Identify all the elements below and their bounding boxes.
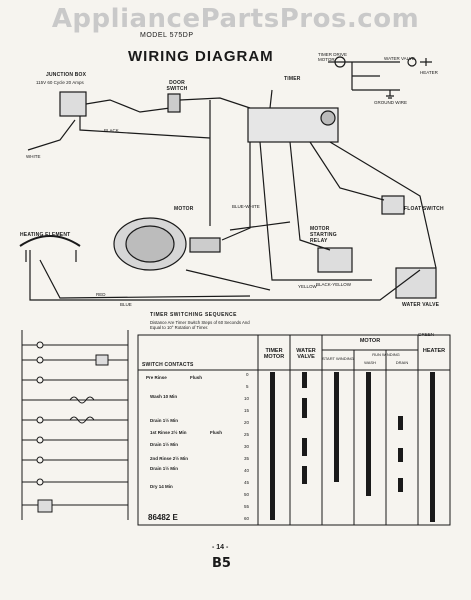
model-number: MODEL 575DP: [140, 32, 194, 39]
tick: 50: [244, 492, 250, 497]
tick: 5: [246, 384, 249, 389]
tick: 10: [244, 396, 250, 401]
run-winding-wash-on-bar: [366, 372, 371, 496]
step-sub: Flush: [210, 430, 222, 435]
tick: 0: [246, 372, 249, 377]
label-motor-starting-relay: MOTOR STARTING RELAY: [310, 226, 337, 244]
timer-motor-shape: [320, 110, 336, 126]
watermark: AppliancePartsPros.com: [51, 4, 420, 34]
step-label: Pre Rinse: [146, 375, 167, 380]
wire-label-red: RED: [96, 292, 106, 297]
tick: 45: [244, 480, 250, 485]
page-number: - 14 -: [212, 544, 229, 551]
timer-motor-on-bar: [270, 372, 275, 520]
legend-heater: HEATER: [420, 70, 438, 75]
col-run-winding: RUN WINDING: [372, 352, 400, 357]
step-label: 1st Rinse 2½ Min: [150, 430, 187, 435]
tick: 15: [244, 408, 250, 413]
step-label: 2nd Rinse 2½ Min: [150, 456, 189, 461]
diagram-title: WIRING DIAGRAM: [128, 48, 274, 65]
tick: 25: [244, 432, 250, 437]
page-code: B5: [212, 556, 231, 571]
water-valve-on-bar: [302, 372, 307, 388]
wire-label-white: WHITE: [26, 154, 41, 159]
float-switch-shape: [381, 195, 405, 215]
col-water-valve: WATER VALVE: [296, 348, 316, 360]
wire-label-blue: BLUE: [120, 302, 132, 307]
sequence-title: TIMER SWITCHING SEQUENCE: [150, 312, 238, 318]
step-label: Dry 14 Min: [150, 484, 173, 489]
label-timer: TIMER: [284, 76, 301, 82]
relay-shape: [317, 247, 353, 273]
door-switch-shape: [167, 93, 181, 113]
wire-label-black-yellow: BLACK-YELLOW: [316, 282, 352, 287]
heating-element-shape: [19, 235, 81, 247]
col-drain: DRAIN: [395, 360, 409, 365]
label-door-switch: DOOR SWITCH: [166, 80, 188, 92]
col-timer-motor: TIMER MOTOR: [263, 348, 285, 360]
wire-label-black: BLACK: [104, 128, 119, 133]
step-label: Drain 1½ Min: [150, 466, 179, 471]
col-start-winding: START WINDING: [322, 356, 354, 361]
label-water-valve: WATER VALVE: [402, 302, 440, 308]
label-junction-box: JUNCTION BOX: [46, 72, 87, 78]
step-sub: Flush: [190, 375, 202, 380]
col-motor: MOTOR: [359, 338, 381, 344]
wire-label-green: GREEN: [418, 332, 435, 337]
junction-box-shape: [59, 91, 87, 117]
tick: 35: [244, 456, 250, 461]
legend-water-valve: WATER VALVE: [384, 56, 415, 61]
wire-supply: [85, 99, 171, 113]
tick: 60: [244, 516, 250, 521]
tick: 20: [244, 420, 250, 425]
step-label: Drain 1½ Min: [150, 442, 179, 447]
switch-contacts-header: SWITCH CONTACTS: [142, 362, 194, 368]
label-heating-element: HEATING ELEMENT: [20, 232, 71, 238]
label-motor: MOTOR: [174, 206, 194, 212]
drain-on-bar: [398, 416, 403, 430]
sequence-note: Distance Are Timer Switch Steps of 60 Se…: [150, 320, 250, 330]
label-float-switch: FLOAT SWITCH: [404, 206, 444, 212]
col-wash: WASH: [364, 360, 376, 365]
wire-label-yellow: YELLOW: [298, 284, 317, 289]
col-heater: HEATER: [422, 348, 446, 354]
legend-ground-wire: GROUND WIRE: [374, 100, 407, 105]
part-number: 86482 E: [148, 513, 178, 522]
legend-timer-drive-motor: TIMER DRIVE MOTOR: [318, 52, 348, 62]
step-label: Drain 1½ Min: [150, 418, 179, 423]
tick: 55: [244, 504, 250, 509]
tick: 30: [244, 444, 250, 449]
start-winding-on-bar: [334, 372, 339, 482]
tick: 40: [244, 468, 250, 473]
wire-label-blue-white: BLUE-WHITE: [232, 204, 260, 209]
wire-ground-lead: [27, 119, 76, 151]
step-label: Wash 10 Min: [150, 394, 178, 399]
heater-on-bar: [430, 372, 435, 522]
label-supply: 115V 60 Cycle 20 Amps: [36, 80, 84, 85]
